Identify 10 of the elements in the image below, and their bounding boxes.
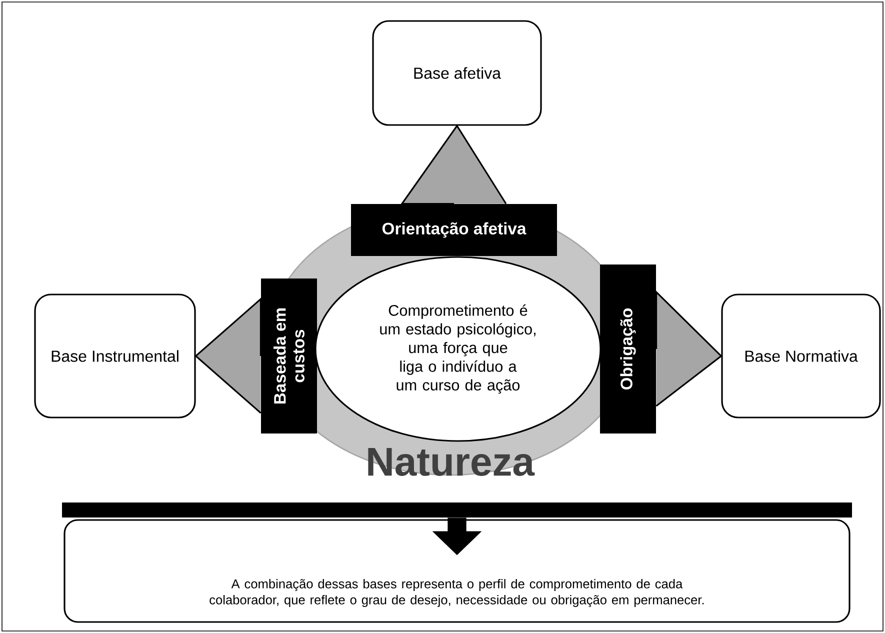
wedge-connector [194, 297, 262, 414]
wedge-connector [655, 290, 722, 407]
label-box: Obrigação [600, 264, 656, 434]
rounded-box: A combinação dessas bases representa o perfil de comprometimento de cada colaborador, que reflete o grau de desejo, necessidade ou obrigação em permanecer. [64, 519, 850, 623]
rounded-box: Base afetiva [372, 20, 542, 126]
label-box: Baseada em custos [261, 278, 317, 434]
rounded-box: Base Normativa [721, 294, 881, 418]
rounded-box: Base Instrumental [34, 294, 196, 418]
wedge-connector [400, 124, 507, 205]
horizontal-bar [62, 502, 852, 518]
